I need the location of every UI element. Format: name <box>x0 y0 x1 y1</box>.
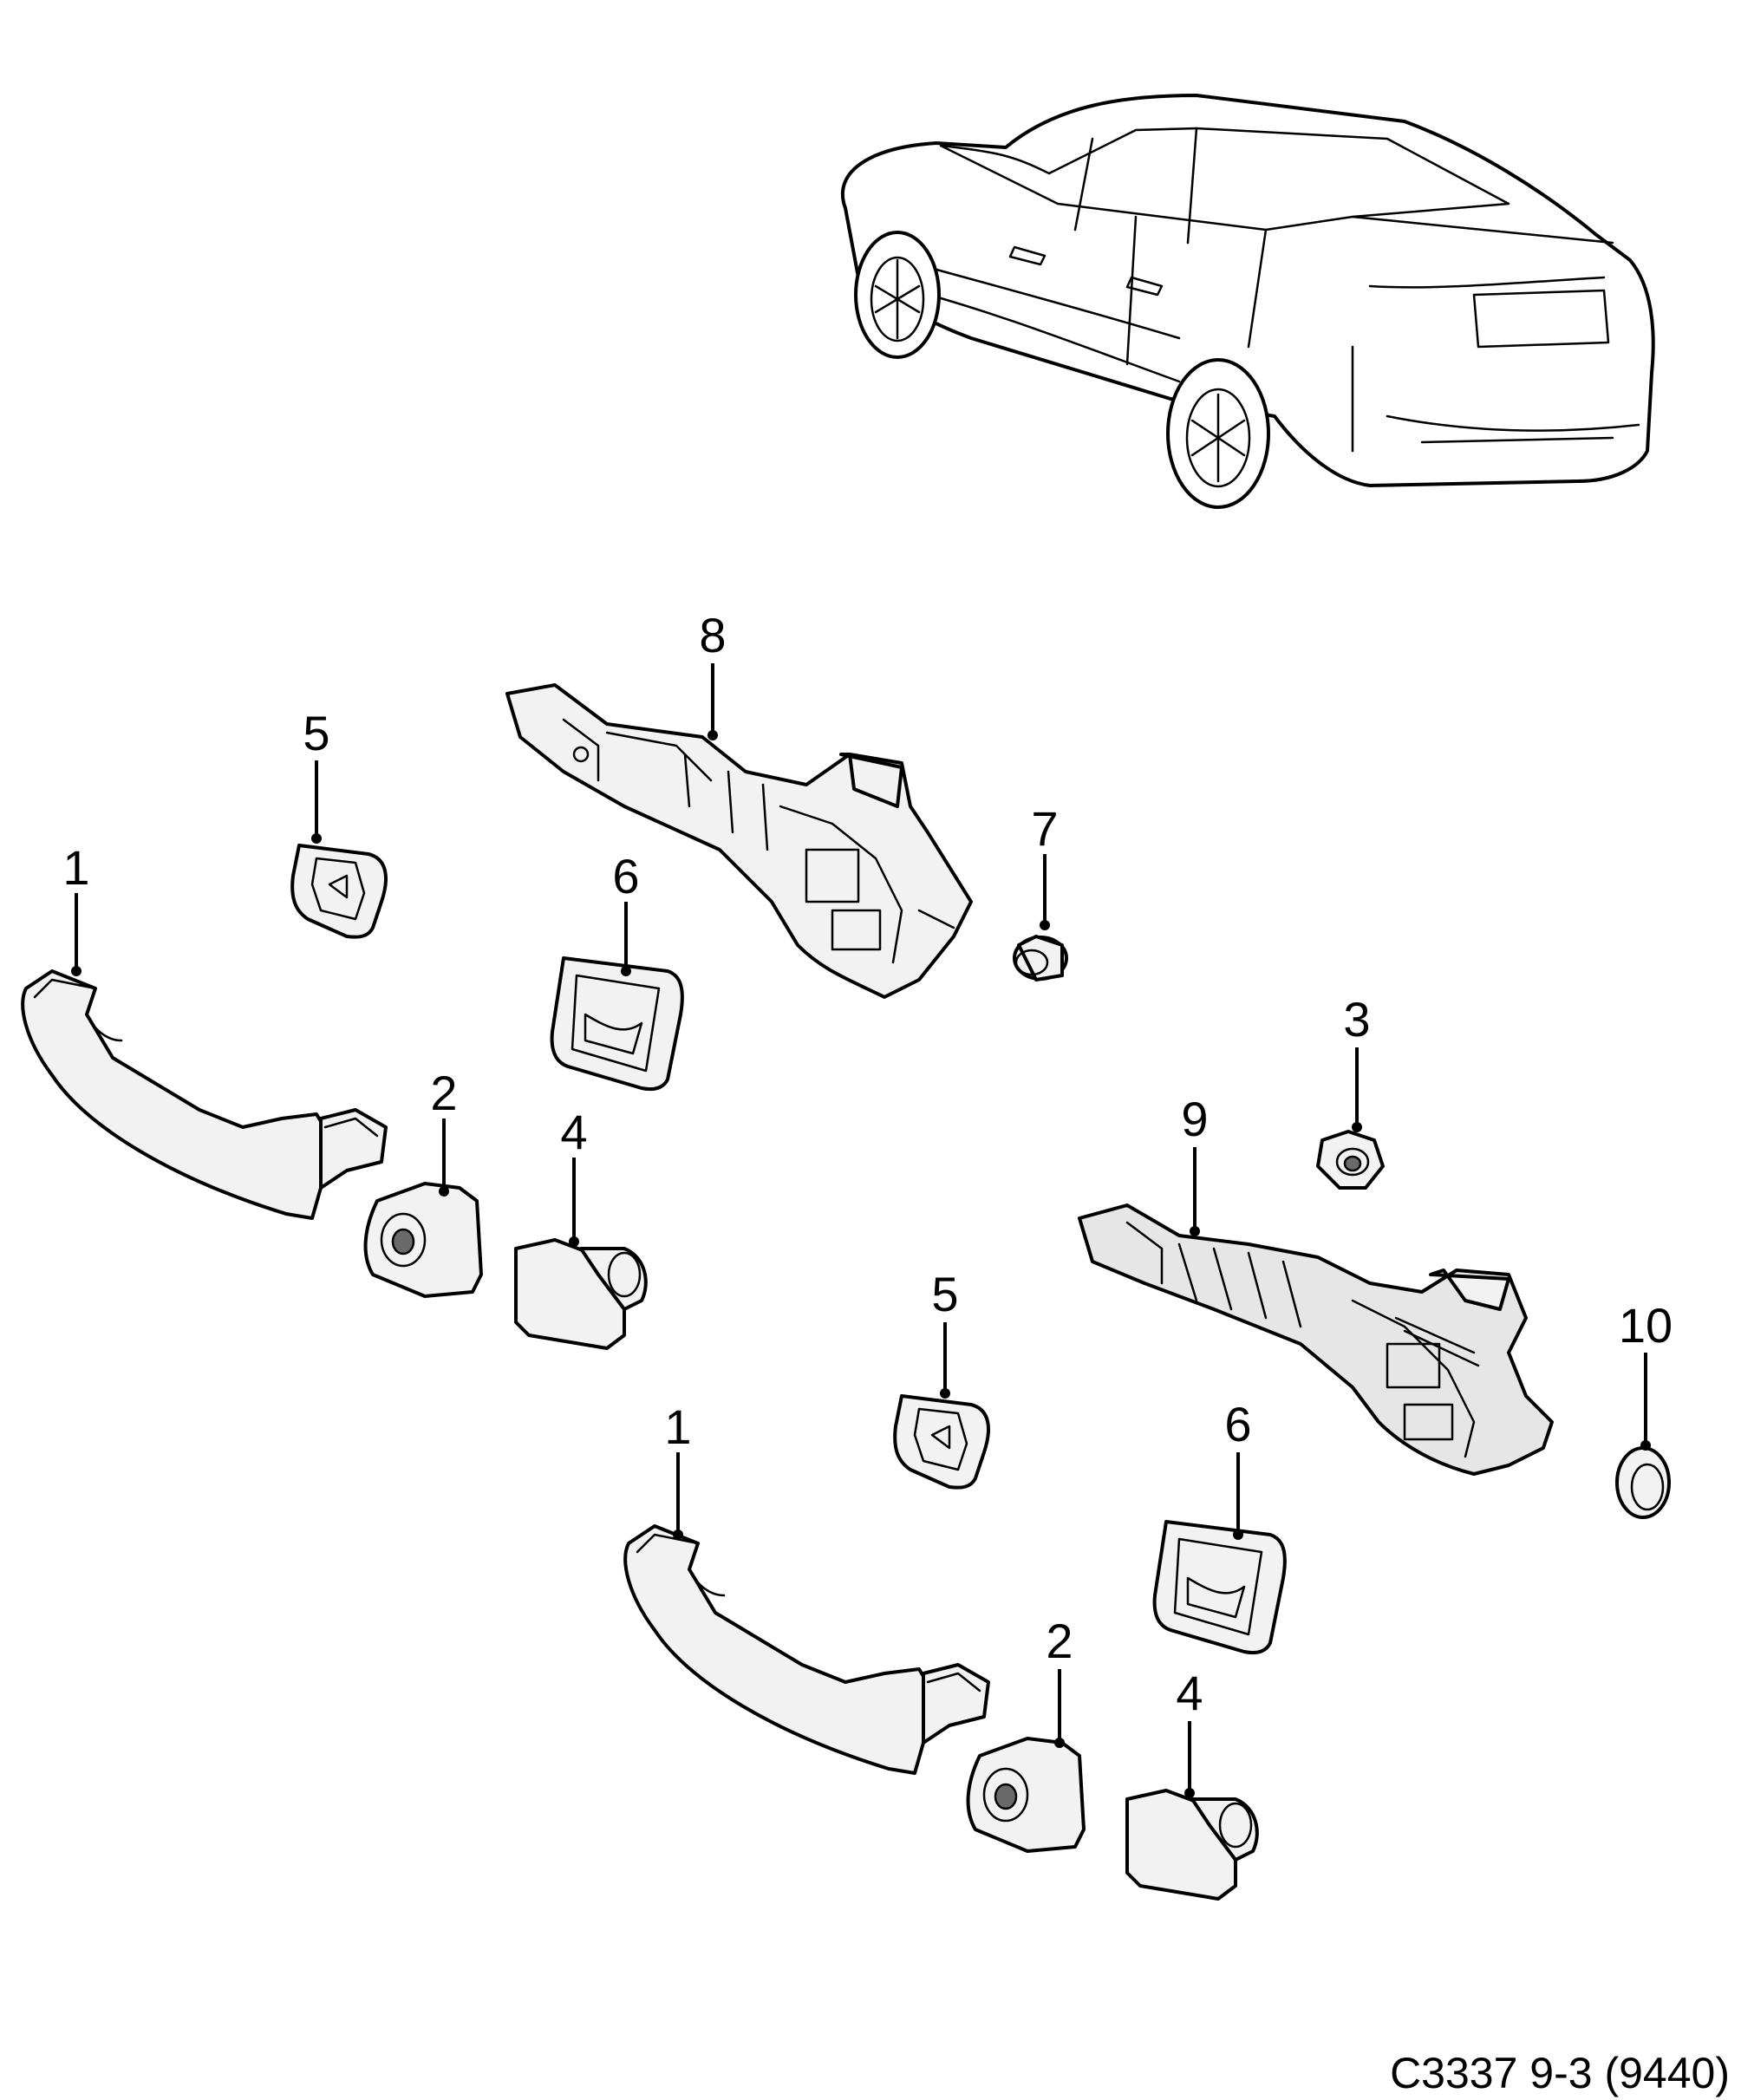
part-4-cover-upper <box>514 1238 648 1350</box>
svg-text:3: 3 <box>1343 992 1370 1047</box>
callout-9: 9 <box>1181 1092 1209 1236</box>
part-7-plug <box>1013 935 1068 982</box>
callout-5-lower: 5 <box>931 1267 959 1399</box>
part-6-gasket-lower <box>1152 1520 1287 1655</box>
svg-text:1: 1 <box>664 1399 691 1454</box>
part-6-gasket-upper <box>550 956 684 1092</box>
svg-text:8: 8 <box>699 608 726 662</box>
part-1-handle-lower <box>623 1524 990 1775</box>
part-5-gasket-lower <box>893 1394 990 1490</box>
svg-text:5: 5 <box>931 1267 958 1321</box>
callout-2-lower: 2 <box>1046 1614 1073 1748</box>
part-2-cap-upper <box>363 1182 483 1298</box>
part-10-grommet <box>1615 1446 1671 1519</box>
callout-4-upper: 4 <box>560 1105 588 1247</box>
callout-10: 10 <box>1619 1298 1673 1451</box>
drawing-code: C3337 9-3 (9440) <box>1390 2049 1730 2097</box>
callout-4-lower: 4 <box>1176 1666 1203 1798</box>
callout-8: 8 <box>699 608 727 740</box>
svg-text:6: 6 <box>1224 1397 1251 1451</box>
car-illustration <box>840 94 1655 509</box>
part-1-handle-upper <box>21 969 388 1220</box>
svg-text:2: 2 <box>1046 1614 1073 1668</box>
callout-3: 3 <box>1343 992 1371 1132</box>
callout-6-lower: 6 <box>1224 1397 1252 1540</box>
part-4-cover-lower <box>1125 1789 1259 1901</box>
svg-text:5: 5 <box>303 706 329 760</box>
callout-5-upper: 5 <box>303 706 330 844</box>
svg-text:9: 9 <box>1181 1092 1208 1146</box>
part-3-nut <box>1316 1130 1385 1190</box>
svg-text:2: 2 <box>430 1066 457 1120</box>
svg-text:4: 4 <box>1176 1666 1203 1720</box>
svg-text:4: 4 <box>560 1105 587 1159</box>
part-2-cap-lower <box>966 1737 1086 1853</box>
callout-6-upper: 6 <box>612 849 640 976</box>
callout-2-upper: 2 <box>430 1066 458 1197</box>
callout-1-lower: 1 <box>664 1399 692 1540</box>
part-5-gasket-upper <box>290 844 388 939</box>
svg-text:7: 7 <box>1031 801 1058 856</box>
part-9-handle-bracket <box>1078 1203 1554 1476</box>
callout-7: 7 <box>1031 801 1059 930</box>
svg-text:6: 6 <box>612 849 639 903</box>
callout-1-upper: 1 <box>62 840 90 976</box>
svg-text:10: 10 <box>1619 1298 1673 1353</box>
svg-text:1: 1 <box>62 840 89 895</box>
part-8-handle-bracket <box>505 683 973 999</box>
